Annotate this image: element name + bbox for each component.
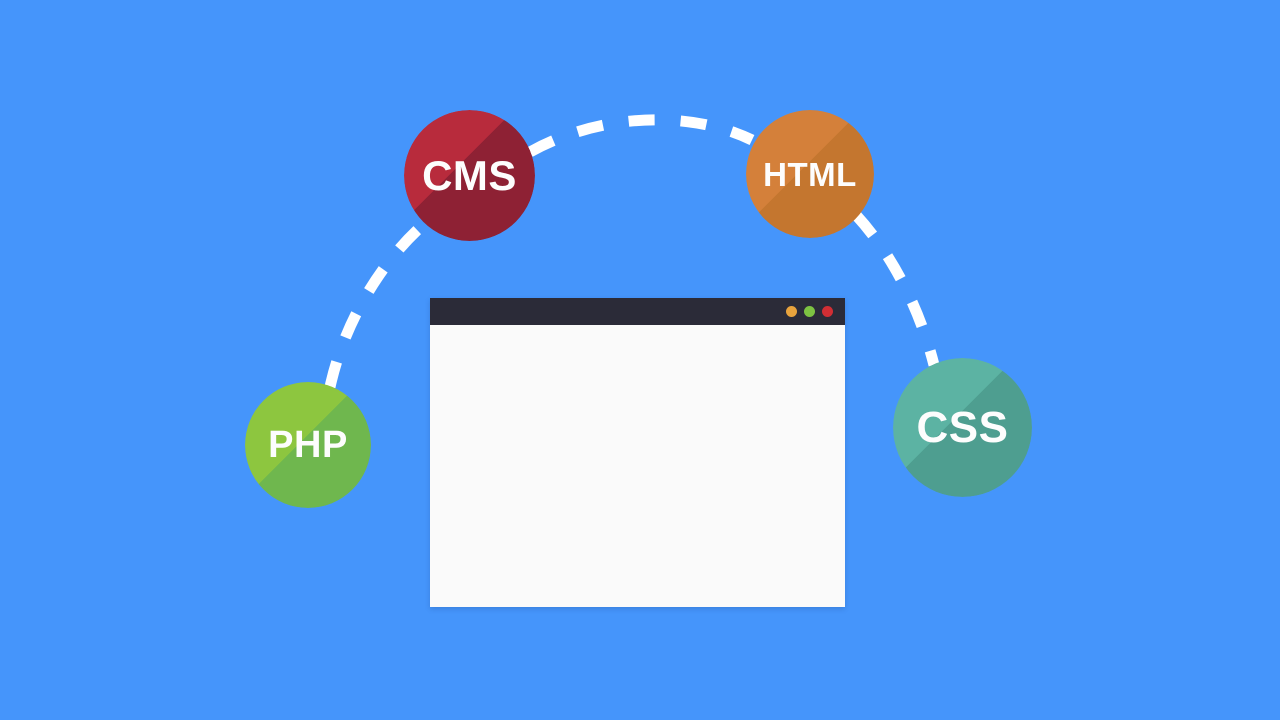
arc-html-to-css: [851, 211, 940, 367]
amber-dot[interactable]: [786, 306, 797, 317]
arc-cms-to-html: [527, 114, 755, 157]
php-circle-shading: [245, 382, 371, 508]
tech-circle-cms-label: CMS: [422, 151, 517, 199]
tech-circle-html[interactable]: HTML: [746, 110, 874, 238]
tech-circle-cms[interactable]: CMS: [404, 110, 535, 241]
tech-circle-php[interactable]: PHP: [245, 382, 371, 508]
window-controls: [786, 306, 833, 317]
tech-circle-css[interactable]: CSS: [893, 358, 1032, 497]
html-circle-shading: [746, 110, 874, 238]
green-dot[interactable]: [804, 306, 815, 317]
tech-circle-php-label: PHP: [268, 424, 348, 466]
browser-mockup: [430, 298, 845, 607]
css-circle-shading: [893, 358, 1032, 497]
browser-content-area: [430, 325, 845, 607]
tech-circle-css-label: CSS: [916, 402, 1009, 452]
cms-circle-shading: [404, 110, 535, 241]
red-dot[interactable]: [822, 306, 833, 317]
browser-title-bar: [430, 298, 845, 325]
arc-php-to-cms: [324, 219, 428, 389]
tech-circle-html-label: HTML: [763, 155, 857, 193]
